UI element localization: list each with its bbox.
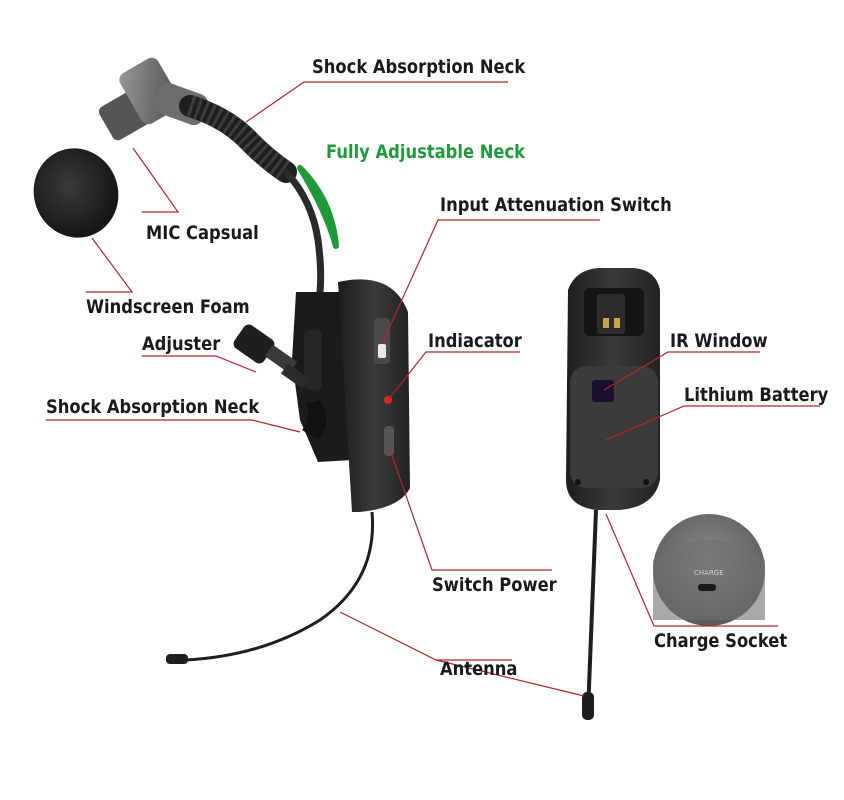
leader-antenna-right	[435, 659, 585, 697]
label-shock-absorption-neck-lower: Shock Absorption Neck	[46, 396, 260, 418]
clamp-image	[292, 292, 352, 462]
leader-lines	[46, 81, 820, 697]
label-indicator: Indiacator	[428, 330, 522, 352]
label-lithium-battery: Lithium Battery	[684, 384, 829, 406]
gooseneck-image	[282, 168, 325, 296]
charge-socket-zoom-image: CHARGE	[653, 514, 765, 626]
leader-antenna-left	[339, 611, 512, 661]
label-adjuster: Adjuster	[142, 333, 221, 355]
label-switch-power: Switch Power	[432, 574, 557, 596]
leader-shock-neck-lower	[46, 419, 301, 433]
leader-windscreen-foam	[86, 237, 134, 293]
leader-shock-neck-top	[245, 81, 508, 123]
label-shock-absorption-neck-top: Shock Absorption Neck	[312, 56, 526, 78]
transmitter-body-image	[338, 279, 410, 512]
adjust-arc-icon	[297, 165, 339, 249]
left-antenna-image	[185, 511, 375, 662]
label-ir-window: IR Window	[670, 330, 768, 352]
label-charge-socket: Charge Socket	[654, 630, 788, 652]
leader-indicator	[387, 351, 520, 401]
receiver-body-image	[566, 268, 660, 510]
leader-lithium-battery	[605, 405, 820, 441]
leader-ir-window	[603, 351, 760, 391]
adjuster-knob-image	[233, 324, 310, 389]
leader-charge-socket	[605, 513, 778, 627]
leader-adjuster	[142, 355, 257, 373]
label-fully-adjustable-neck: Fully Adjustable Neck	[326, 141, 526, 163]
label-windscreen-foam: Windscreen Foam	[86, 296, 250, 318]
label-input-attenuation-switch: Input Attenuation Switch	[440, 194, 672, 216]
label-mic-capsual: MIC Capsual	[146, 222, 259, 244]
label-antenna: Antenna	[440, 658, 518, 680]
leader-input-attenuation	[381, 219, 600, 345]
windscreen-foam-image	[33, 148, 119, 238]
right-antenna-image	[586, 509, 598, 713]
charge-mark-text: CHARGE	[694, 569, 724, 577]
leader-switch-power	[389, 449, 552, 571]
leader-mic-capsual	[132, 147, 180, 213]
